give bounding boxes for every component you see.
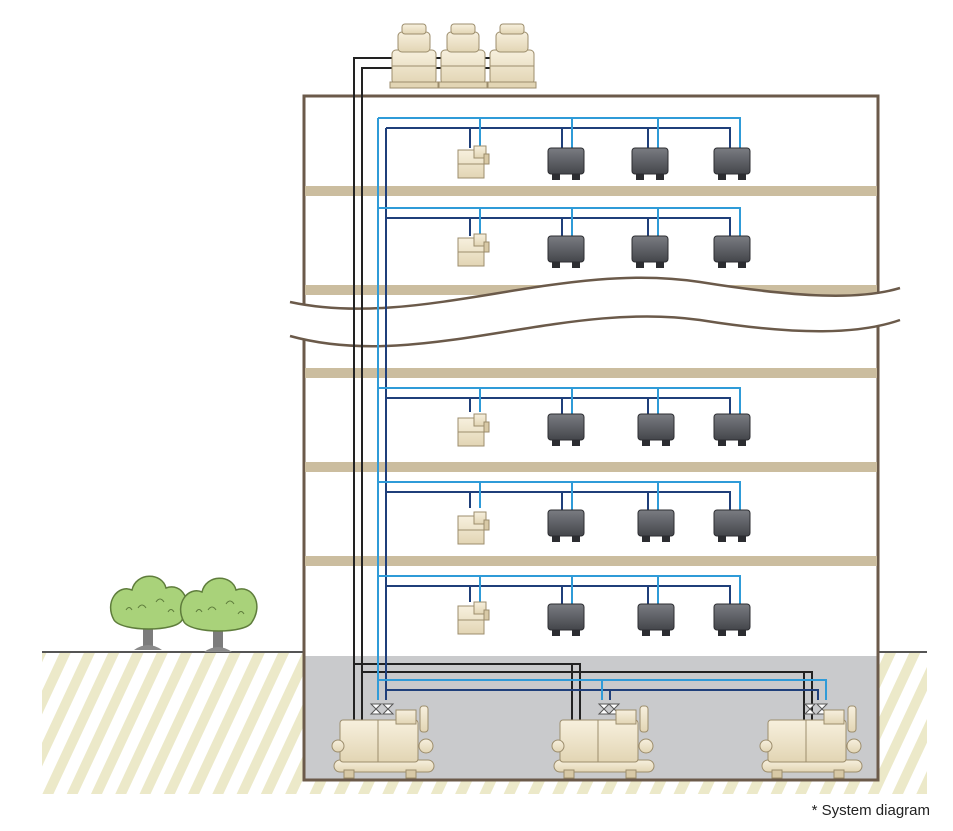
air-handling-unit-icon: [457, 413, 490, 447]
cooling-tower-icon: [487, 23, 537, 89]
floor-4: [378, 481, 751, 545]
chilled-water-risers: [377, 118, 827, 700]
building-break: [289, 276, 901, 348]
floor-2: [378, 207, 751, 269]
air-handling-unit-icon: [457, 233, 490, 267]
floor-5: [378, 575, 751, 637]
floor-3: [378, 387, 751, 447]
air-handling-unit-icon: [457, 511, 490, 545]
tree-2-icon: [179, 577, 258, 653]
floor-1: [378, 117, 751, 181]
air-handling-unit-icon: [457, 145, 490, 179]
building: [302, 94, 880, 782]
cooling-tower-icon: [389, 23, 439, 89]
tree-1-icon: [109, 575, 188, 651]
diagram-caption: * System diagram: [811, 802, 930, 819]
air-handling-unit-icon: [457, 601, 490, 635]
cooling-towers: [389, 23, 537, 89]
cooling-tower-icon: [438, 23, 488, 89]
